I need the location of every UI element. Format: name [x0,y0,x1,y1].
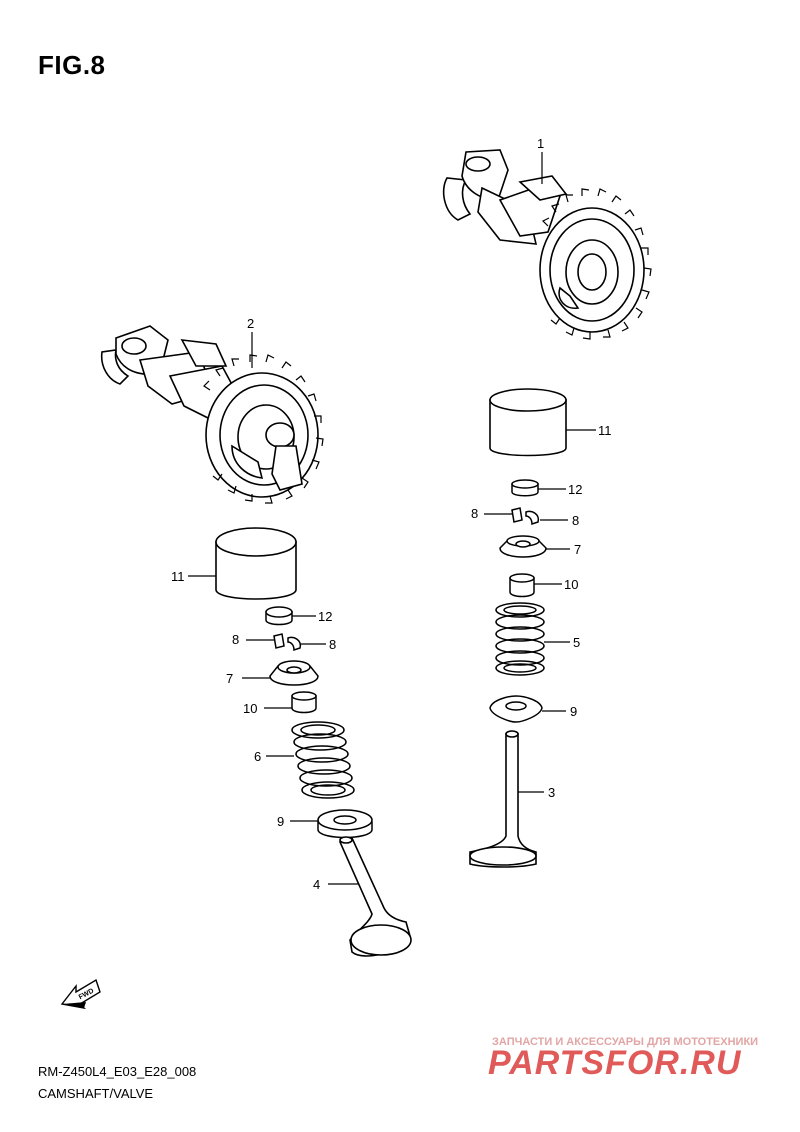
fwd-arrow-icon: FWD [60,978,101,1010]
figure-title: FIG.8 [38,50,106,80]
callout-8-left-b: 8 [329,637,336,652]
cotter-8-left [273,633,302,652]
callout-10-right: 10 [564,577,578,592]
tappet-11-left [215,527,297,600]
sprocket-teeth-2 [203,354,324,504]
callout-7-left: 7 [226,671,233,686]
valve-spring-5-right [495,602,545,676]
callout-9-right: 9 [570,704,577,719]
retainer-7-right [499,535,547,558]
model-code: RM-Z450L4_E03_E28_008 [38,1064,197,1079]
stem-seal-10-right [509,573,535,598]
camshaft-2 [100,325,324,504]
camshaft-1 [442,149,652,340]
watermark-logo: PARTSFOR.RU [488,1044,742,1082]
callout-7-right: 7 [574,542,581,557]
retainer-7-left [269,660,319,686]
callout-8-right-b: 8 [572,513,579,528]
exhaust-valve-4 [338,836,412,957]
callout-12-right: 12 [568,482,582,497]
callout-11-left: 11 [171,569,185,584]
cotter-8-right [511,507,540,526]
section-name: CAMSHAFT/VALVE [38,1086,154,1101]
callout-12-left: 12 [318,609,332,624]
shim-12-right [511,479,539,497]
callout-6: 6 [254,749,261,764]
callout-8-right-a: 8 [471,506,478,521]
tappet-11-right [489,388,567,457]
callout-3: 3 [548,785,555,800]
callout-9-left: 9 [277,814,284,829]
callout-10-left: 10 [243,701,257,716]
callout-1: 1 [537,136,544,151]
valve-spring-6-left [291,721,355,799]
stem-seal-10-left [291,691,317,714]
shim-12-left [265,606,293,626]
callout-8-left-a: 8 [232,632,239,647]
spring-seat-9-right [489,695,543,723]
watermark-caption: ЗАПЧАСТИ И АКСЕССУАРЫ ДЛЯ МОТОТЕХНИКИ [492,1036,759,1048]
callout-11-right: 11 [598,423,612,438]
callout-4: 4 [313,877,320,892]
callout-5-right: 5 [573,635,580,650]
sprocket-teeth-1 [541,188,652,340]
callout-2: 2 [247,316,254,331]
spring-seat-9-left [317,809,373,839]
intake-valve-3 [469,730,537,868]
